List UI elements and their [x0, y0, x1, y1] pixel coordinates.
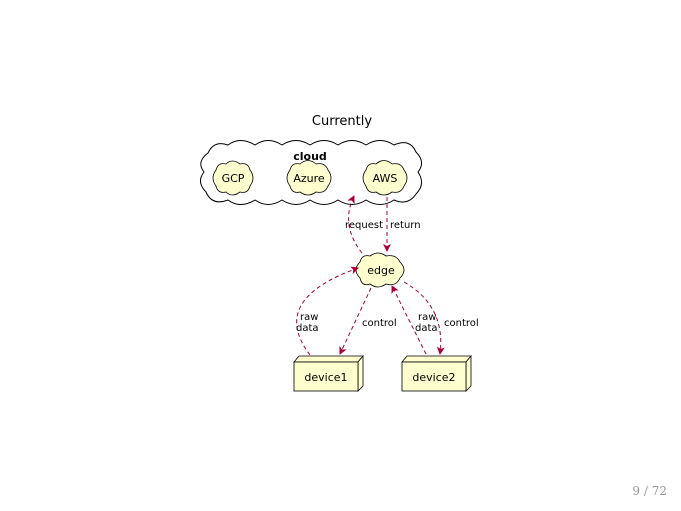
diagram-title: Currently — [312, 114, 372, 129]
device1-side-face — [357, 354, 364, 392]
device2-side-face — [465, 354, 472, 392]
page-number: 9 / 72 — [632, 484, 667, 498]
azure-label: Azure — [293, 172, 325, 185]
node-gcp: GCP — [212, 160, 254, 196]
azure-cloud-shape — [286, 160, 332, 196]
edge-label-device2-control: control — [444, 318, 479, 329]
device2-front-face — [401, 361, 467, 392]
arrow-device2-to-edge — [391, 285, 427, 355]
cloud-group-label: cloud — [293, 150, 327, 163]
edge-label-device1-control: control — [362, 318, 397, 329]
edge-label: edge — [367, 264, 395, 277]
edge-label-request: request — [345, 220, 383, 231]
edge-label-return: return — [390, 220, 421, 231]
aws-cloud-shape — [362, 160, 408, 196]
gcp-label: GCP — [222, 172, 245, 185]
arrow-device1-to-edge — [296, 266, 359, 356]
node-azure: Azure — [286, 160, 332, 196]
node-device1: device1 — [293, 354, 364, 392]
device1-front-face — [293, 361, 359, 392]
node-edge: edge — [355, 252, 405, 288]
edge-label-device2-data: data — [415, 323, 438, 334]
device2-label: device2 — [412, 371, 455, 384]
device1-top-face — [293, 355, 364, 363]
edge-label-device1-data: data — [296, 323, 319, 334]
arrow-edge-to-aws — [347, 195, 363, 254]
edge-cloud-shape — [355, 252, 405, 288]
gcp-cloud-shape — [212, 160, 254, 196]
edge-label-device1-raw: raw — [300, 312, 318, 323]
node-aws: AWS — [362, 160, 408, 196]
device1-label: device1 — [304, 371, 347, 384]
arrow-edge-to-device1 — [339, 287, 372, 355]
edge-label-device2-raw: raw — [418, 312, 436, 323]
node-device2: device2 — [401, 354, 472, 392]
aws-label: AWS — [373, 172, 398, 185]
arrow-edge-to-device2 — [403, 281, 445, 355]
device2-top-face — [401, 355, 472, 363]
